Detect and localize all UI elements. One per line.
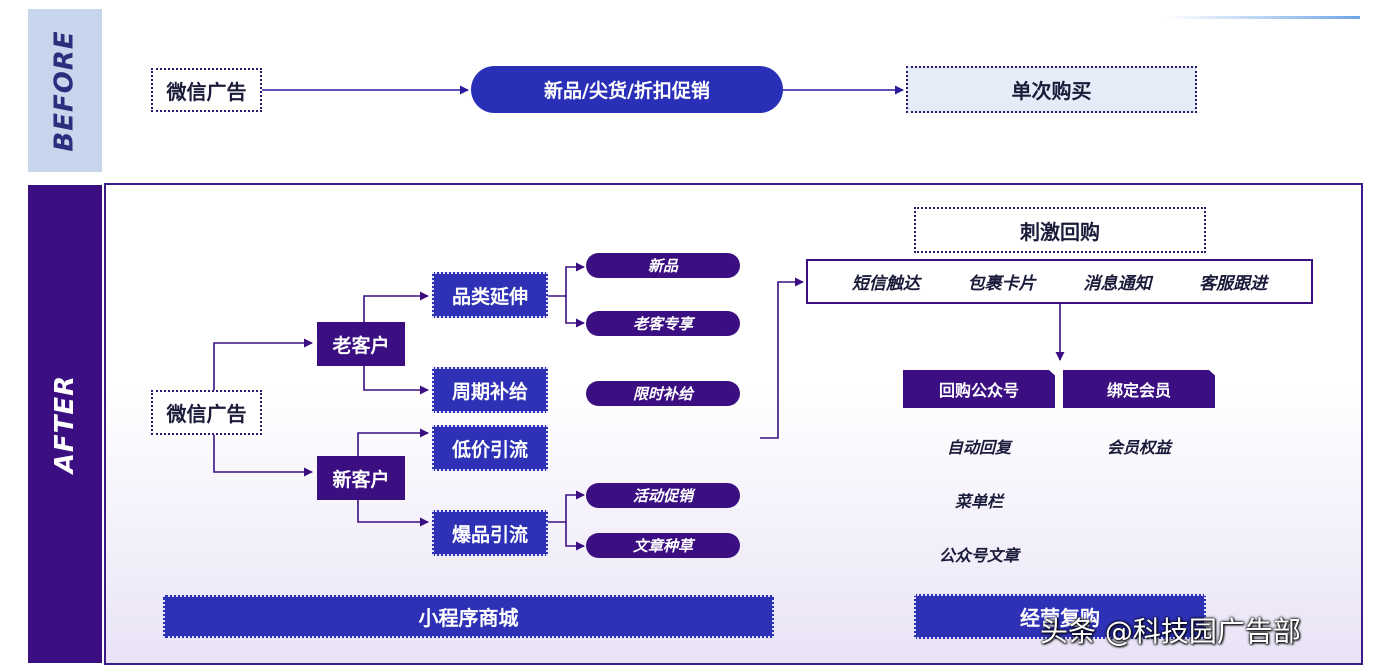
pill-new-product: 新品 [586,253,740,278]
hot-item-traffic-box: 爆品引流 [432,510,548,556]
pill-old-customer-exclusive: 老客专享 [586,311,740,336]
decorative-line [1165,16,1360,19]
after-section-label: AFTER [28,185,102,663]
member-benefits-text: 会员权益 [1106,438,1171,457]
official-account-tab: 回购公众号 [903,370,1055,408]
pill-limited-refill: 限时补给 [586,381,740,406]
new-customer-box: 新客户 [317,456,405,500]
stimulus-item: 消息通知 [1083,274,1152,294]
stimulus-item: 包裹卡片 [967,274,1036,294]
pill-article-seeding: 文章种草 [586,533,740,558]
old-customer-box: 老客户 [317,322,405,366]
menu-bar-text: 菜单栏 [954,492,1003,511]
stimulus-repurchase-title: 刺激回购 [914,207,1206,253]
stimulus-channels-row: 短信触达 包裹卡片 消息通知 客服跟进 [806,259,1313,304]
stimulus-item: 短信触达 [851,274,920,294]
low-price-traffic-box: 低价引流 [432,425,548,471]
member-binding-tab: 绑定会员 [1063,370,1215,408]
mini-program-mall-bar: 小程序商城 [163,595,774,638]
official-account-article-text: 公众号文章 [938,546,1019,565]
watermark: 头条 @科技园广告部 [1040,615,1301,648]
before-promo-pill: 新品/尖货/折扣促销 [471,66,783,113]
stimulus-item: 客服跟进 [1199,274,1268,294]
auto-reply-text: 自动回复 [946,438,1011,457]
after-source-box: 微信广告 [151,390,262,435]
before-section-label: BEFORE [28,9,102,172]
operation-repurchase-bar: 经营复购 [914,594,1206,639]
before-source-box: 微信广告 [151,68,262,112]
periodic-refill-box: 周期补给 [432,367,548,413]
pill-promo: 活动促销 [586,483,740,508]
single-purchase-box: 单次购买 [906,66,1197,113]
category-extend-box: 品类延伸 [432,272,548,318]
